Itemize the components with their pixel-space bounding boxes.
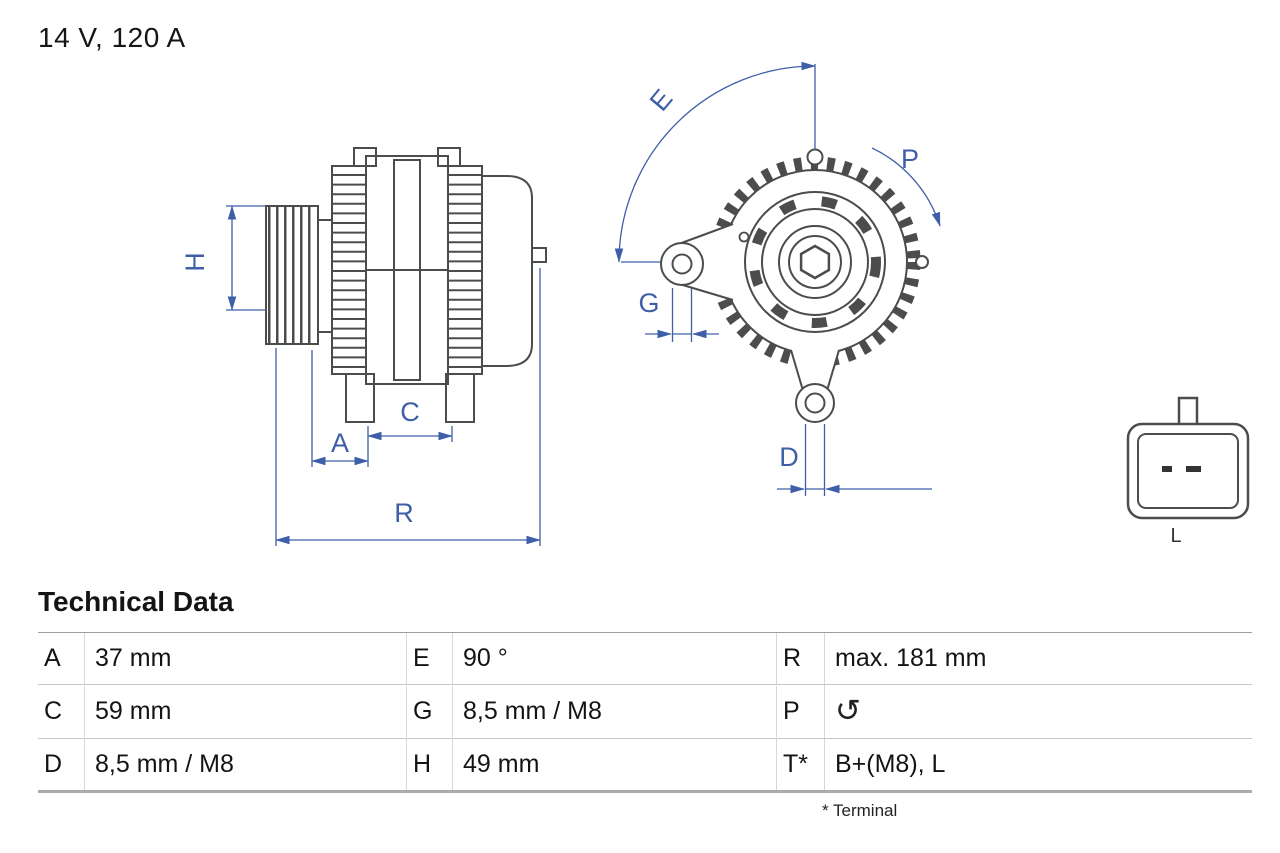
technical-data-table: A 37 mm E 90 ° R max. 181 mm C 59 mm G 8…: [38, 632, 1252, 793]
connector-pin-2: [1186, 466, 1201, 472]
product-rating: 14 V, 120 A: [38, 22, 186, 53]
dim-label-e: E: [644, 84, 679, 117]
dim-value: 49 mm: [452, 739, 776, 790]
front-view-dimensions: [614, 61, 941, 496]
alternator-side-view: [265, 147, 547, 423]
table-row: D 8,5 mm / M8 H 49 mm T* B+(M8), L: [38, 738, 1252, 790]
dim-key: C: [44, 697, 63, 725]
dim-value: 37 mm: [84, 633, 406, 684]
dim-key: R: [776, 633, 824, 684]
technical-data-section: Technical Data A 37 mm E 90 ° R max. 181…: [38, 586, 1252, 821]
dim-label-c: C: [400, 397, 420, 427]
alternator-front-view: [660, 148, 929, 423]
connector-pin-1: [1162, 466, 1172, 472]
table-title: Technical Data: [38, 586, 234, 617]
dim-value: 8,5 mm / M8: [452, 686, 776, 737]
dim-key: H: [406, 739, 452, 790]
dim-value: 8,5 mm / M8: [84, 739, 406, 790]
dim-label-d: D: [779, 442, 799, 472]
rotation-direction-icon: ↺: [835, 693, 861, 728]
dim-value: 90 °: [452, 633, 776, 684]
table-row: A 37 mm E 90 ° R max. 181 mm: [38, 633, 1252, 684]
connector-label: L: [1170, 525, 1181, 547]
technical-drawing: H A C R: [180, 61, 1250, 547]
dim-key: A: [44, 644, 61, 672]
dim-value: 59 mm: [84, 686, 406, 737]
connector-plug: [1126, 396, 1250, 520]
dim-value: B+(M8), L: [824, 739, 1252, 790]
dim-value: ↺: [824, 685, 1252, 738]
dim-label-r: R: [394, 498, 414, 528]
dim-key: P: [776, 686, 824, 737]
dim-key: D: [44, 750, 63, 778]
dim-key: T*: [776, 739, 824, 790]
dim-key: G: [406, 686, 452, 737]
table-row: C 59 mm G 8,5 mm / M8 P ↺: [38, 684, 1252, 738]
dim-label-a: A: [331, 428, 349, 458]
terminal-footnote: * Terminal: [822, 801, 898, 820]
side-view-dimensions: [226, 205, 541, 546]
dim-value: max. 181 mm: [824, 633, 1252, 684]
dim-label-p: P: [901, 144, 919, 174]
dim-label-h: H: [180, 252, 210, 272]
dim-key: E: [406, 633, 452, 684]
dim-label-g: G: [638, 288, 659, 318]
